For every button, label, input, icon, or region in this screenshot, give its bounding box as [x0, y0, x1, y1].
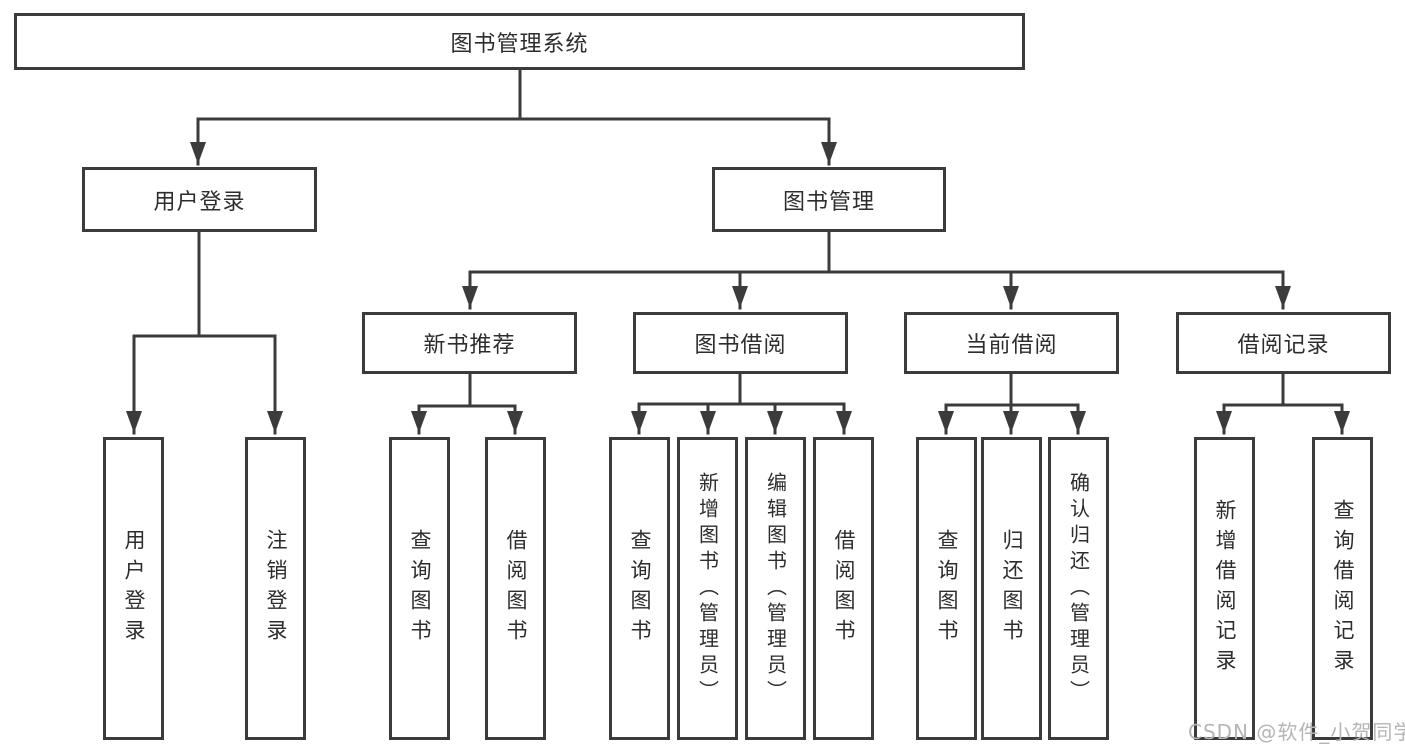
leaf-query-books-borrow: 查询图书	[609, 437, 670, 740]
leaf-label: 新增借阅记录	[1213, 498, 1237, 679]
leaf-label: 查询图书	[935, 528, 959, 649]
leaf-query-borrow-record: 查询借阅记录	[1312, 437, 1373, 740]
leaf-logout: 注销登录	[245, 437, 306, 740]
leaf-user-login: 用户登录	[103, 437, 164, 740]
leaf-return-books: 归还图书	[981, 437, 1042, 740]
leaf-label: 用户登录	[122, 528, 146, 649]
leaf-add-books-admin: 新增图书（管理员）	[677, 437, 738, 740]
root-branch-line	[196, 68, 831, 121]
book-borrow-branch-line	[637, 372, 846, 406]
node-user-login: 用户登录	[82, 167, 317, 232]
node-borrow-records: 借阅记录	[1176, 312, 1391, 374]
leaf-confirm-return-admin: 确认归还（管理员）	[1048, 437, 1109, 740]
leaf-label: 注销登录	[264, 528, 288, 649]
leaf-label: 确认归还（管理员）	[1066, 471, 1091, 706]
leaf-label: 查询图书	[408, 528, 432, 649]
leaf-label: 编辑图书（管理员）	[763, 471, 788, 706]
borrow-records-branch-line	[1222, 372, 1344, 407]
leaf-query-books-current: 查询图书	[916, 437, 977, 740]
leaf-label: 查询借阅记录	[1331, 498, 1355, 679]
leaf-label: 归还图书	[1000, 528, 1024, 649]
leaf-label: 查询图书	[628, 528, 652, 649]
node-new-book-recommend: 新书推荐	[362, 312, 577, 374]
current-borrow-branch-line	[944, 372, 1080, 407]
new-books-branch-line	[417, 372, 517, 408]
leaf-label: 借阅图书	[832, 528, 856, 649]
leaf-query-books-newbooks: 查询图书	[389, 437, 450, 740]
node-current-borrow: 当前借阅	[904, 312, 1119, 374]
book-mgmt-branch-line	[468, 230, 1285, 274]
leaf-label: 新增图书（管理员）	[695, 471, 720, 706]
leaf-label: 借阅图书	[504, 528, 528, 649]
csdn-watermark: CSDN @软件_小贺同学	[1188, 720, 1405, 744]
user-login-branch-line	[132, 230, 277, 338]
leaf-borrow-books: 借阅图书	[813, 437, 874, 740]
node-root-library-system: 图书管理系统	[14, 13, 1025, 70]
node-book-borrow: 图书借阅	[633, 312, 848, 374]
node-book-management: 图书管理	[712, 167, 946, 232]
leaf-add-borrow-record: 新增借阅记录	[1194, 437, 1255, 740]
leaf-edit-books-admin: 编辑图书（管理员）	[745, 437, 806, 740]
leaf-borrow-books-newbooks: 借阅图书	[485, 437, 546, 740]
